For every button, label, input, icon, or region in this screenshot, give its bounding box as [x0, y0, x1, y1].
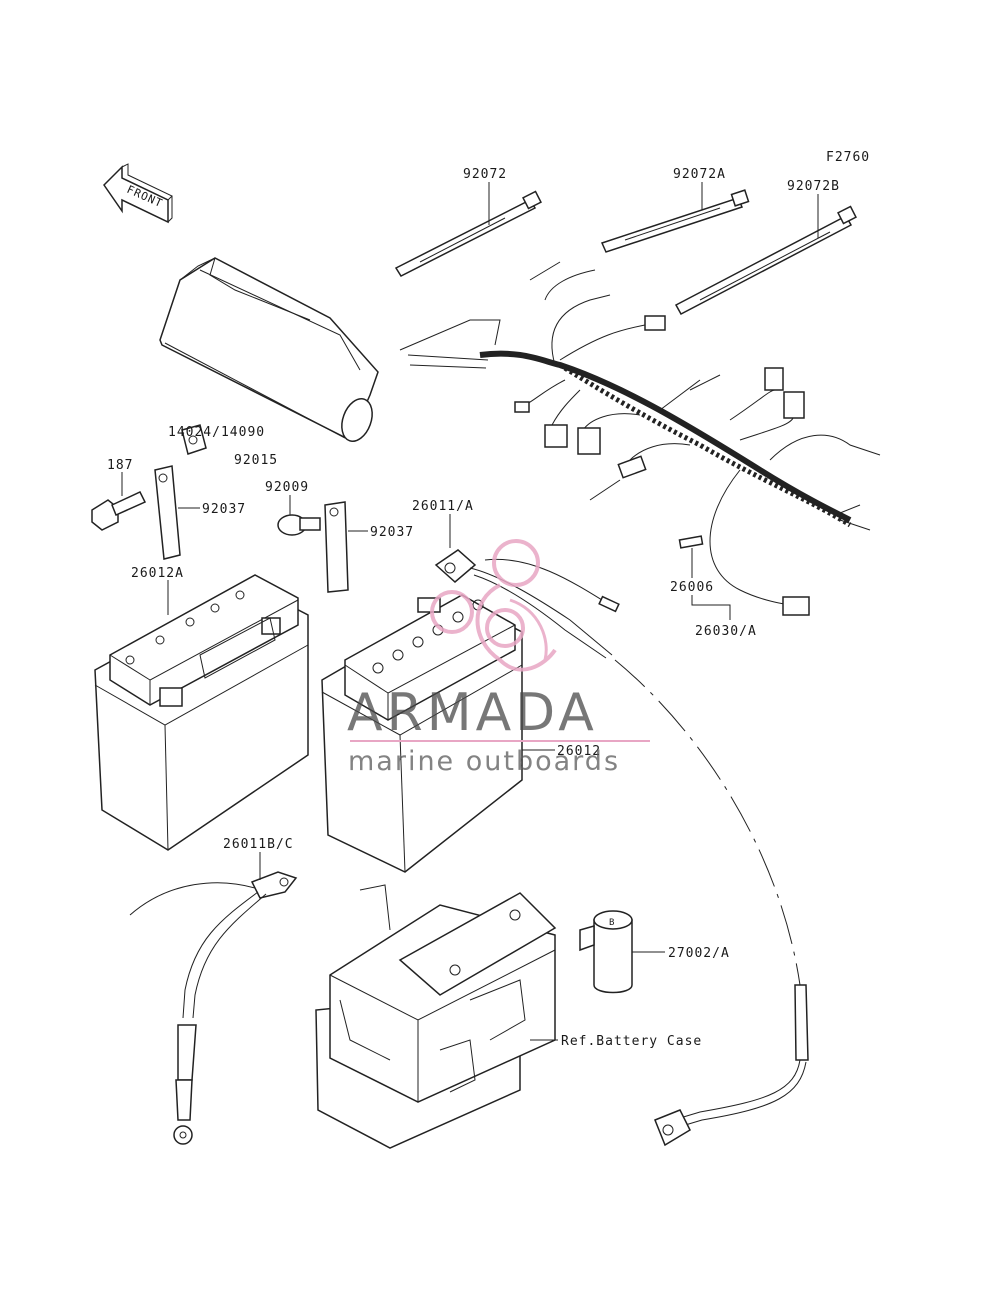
label-27002A: 27002/A — [668, 946, 730, 961]
wiring-harness — [399, 261, 881, 616]
armada-watermark: ARMADA marine outboards — [347, 539, 650, 777]
front-arrow-icon: FRONT — [103, 163, 173, 224]
plate-92037-left — [154, 465, 181, 560]
label-92072B: 92072B — [787, 179, 840, 194]
label-26006: 26006 — [670, 580, 714, 595]
cable-tie-92072 — [394, 190, 542, 277]
leader-lines — [121, 182, 819, 1041]
label-92037-left: 92037 — [202, 502, 246, 517]
label-26011A: 26011/A — [412, 499, 474, 514]
fuse-26006 — [678, 535, 704, 549]
label-26012A: 26012A — [131, 566, 184, 581]
relay-27002A: B — [579, 910, 633, 994]
label-92015: 92015 — [234, 453, 278, 468]
armada-logo-icon — [430, 539, 557, 672]
label-92072A: 92072A — [673, 167, 726, 182]
label-92072: 92072 — [463, 167, 507, 182]
label-26011BC: 26011B/C — [223, 837, 294, 852]
svg-text:B: B — [609, 918, 615, 928]
cable-tie-92072A — [600, 189, 750, 253]
label-ref-battery-case: Ref.Battery Case — [561, 1034, 702, 1049]
label-187: 187 — [107, 458, 133, 473]
label-14024-14090: 14024/14090 — [168, 425, 265, 440]
watermark-tagline: marine outboards — [348, 746, 620, 777]
label-92009: 92009 — [265, 480, 309, 495]
cable-26011BC — [129, 871, 298, 1145]
plate-92037-right — [324, 501, 349, 593]
battery-cover — [159, 257, 379, 442]
label-26030A: 26030/A — [695, 624, 757, 639]
label-92037-right: 92037 — [370, 525, 414, 540]
cable-26011A — [434, 549, 809, 1147]
battery-26012A — [94, 574, 309, 851]
cable-tie-92072B — [674, 205, 857, 316]
watermark-brand: ARMADA — [347, 683, 598, 743]
label-26012: 26012 — [557, 744, 601, 759]
battery-26012 — [321, 594, 523, 873]
battery-case — [315, 884, 557, 1149]
figure-code: F2760 — [826, 150, 870, 165]
nut-14024 — [181, 424, 207, 455]
bolt-187 — [91, 491, 147, 531]
bolt-92009 — [277, 514, 321, 536]
